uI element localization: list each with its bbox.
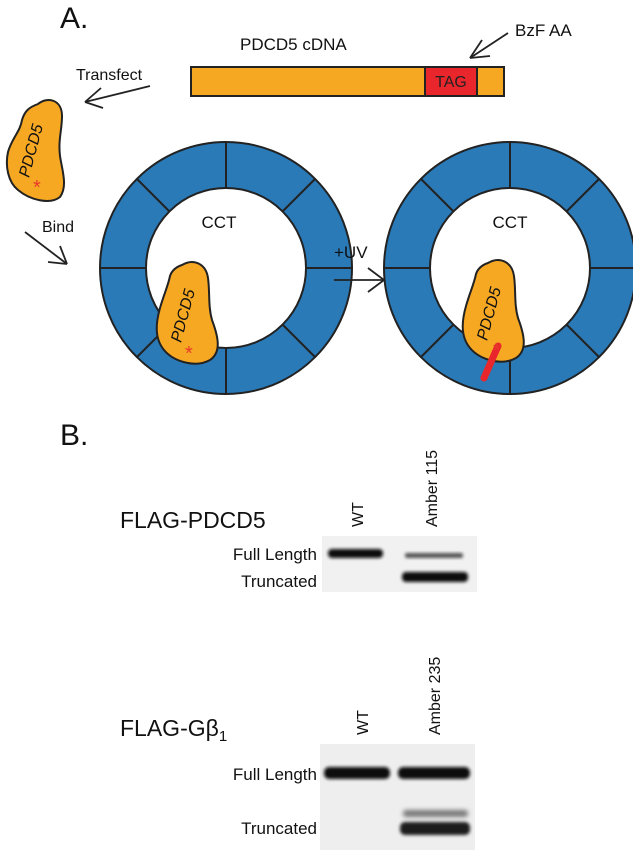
free-pdcd5-asterisk: * [33,177,41,199]
blot-1: FLAG-PDCD5 WT Amber 115 Full Length Trun… [120,450,477,592]
bzf-arrow [469,32,509,59]
blot1-band-amber-full [405,553,463,558]
bind-label: Bind [42,219,74,236]
transfect-arrow [84,85,151,109]
uv-arrow [334,267,385,293]
transfect-label: Transfect [76,67,143,84]
cct-label-right: CCT [493,213,528,232]
blot1-band-amber-trunc [402,572,468,582]
free-pdcd5-protein: PDCD5 * [5,99,66,202]
bzf-label: BzF AA [515,21,572,40]
tag-box [424,66,478,97]
panel-b-label: B. [60,419,88,452]
blot2-lane-wt: WT [355,710,372,735]
tag-label: TAG [435,74,467,91]
cct-ring-left: CCT PDCD5 * [99,141,353,395]
crosslink-mark [480,342,502,382]
blot2-band-amber-trunc [400,822,470,835]
panel-a-label: A. [60,2,88,35]
blot2-lane-amber: Amber 235 [427,657,444,735]
blot1-lane-amber: Amber 115 [424,450,441,527]
blot1-membrane [322,536,477,592]
bind-arrow [24,231,68,265]
blot1-band-trunc: Truncated [241,572,317,591]
blot1-band-full: Full Length [233,545,317,564]
blot2-band-wt-full [324,767,390,779]
blot1-lane-wt: WT [350,502,367,527]
blot2-band-trunc: Truncated [241,819,317,838]
blot1-title: FLAG-PDCD5 [120,507,266,533]
cct-ring-right: CCT PDCD5 * [383,141,633,395]
blot2-band-amber-trunc-upper [403,810,468,817]
bound-pdcd5-asterisk-right: * [493,340,501,362]
blot1-band-wt-full [328,549,383,558]
blot2-title: FLAG-Gβ1 [120,715,227,745]
cdna-label: PDCD5 cDNA [240,35,347,54]
uv-label: +UV [334,243,368,262]
blot2-band-full: Full Length [233,765,317,784]
blot-2: FLAG-Gβ1 WT Amber 235 Full Length Trunca… [120,657,475,850]
blot2-title-subscript: 1 [219,728,227,745]
cct-label-left: CCT [202,213,237,232]
blot2-band-amber-full [398,767,470,779]
bound-pdcd5-asterisk-left: * [185,343,193,365]
